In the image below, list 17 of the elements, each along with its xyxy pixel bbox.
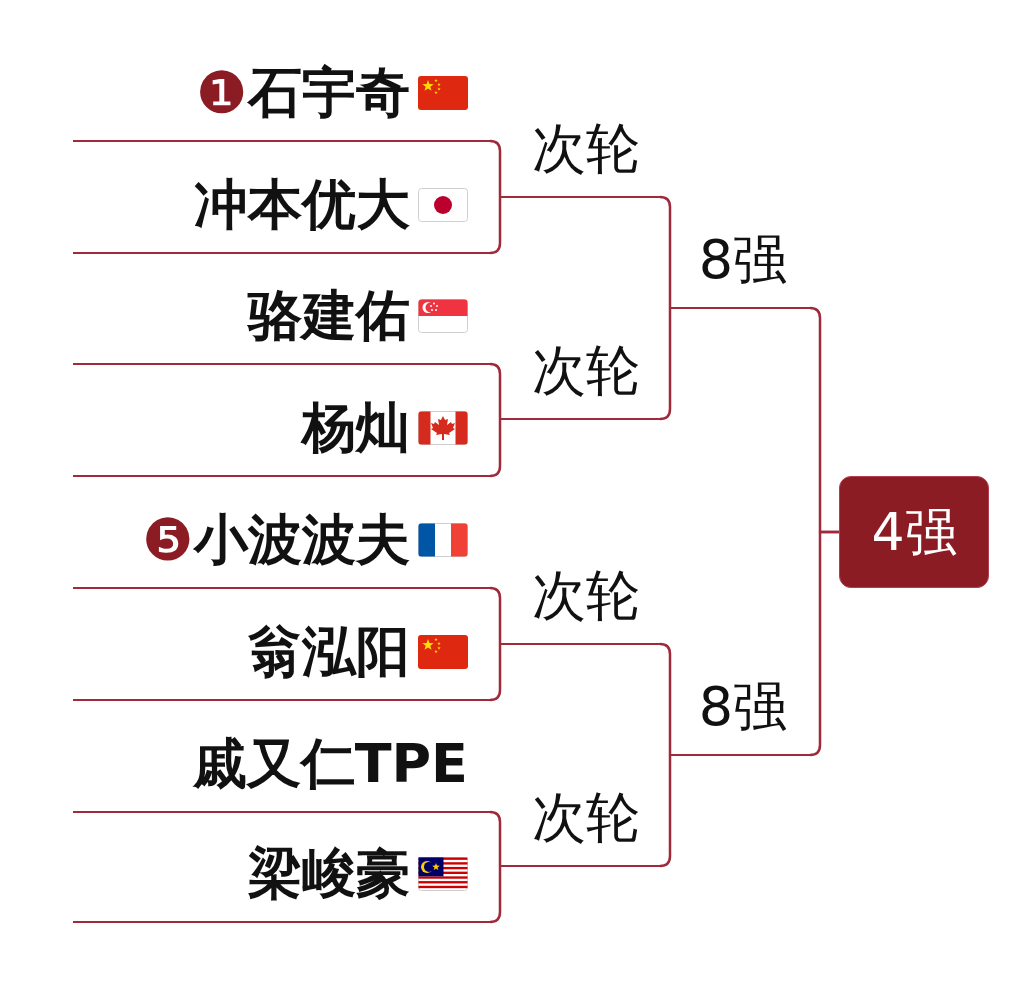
round-label: 8强 <box>698 677 788 737</box>
player-name: 戚又仁TPE <box>192 734 468 794</box>
round-label: 次轮 <box>532 119 640 179</box>
player-name: 翁泓阳 <box>248 622 410 682</box>
round-label: 8强 <box>698 230 788 290</box>
round-label: 次轮 <box>532 566 640 626</box>
player-name: 冲本优大 <box>194 175 410 235</box>
stage-box: 4强 <box>839 476 989 588</box>
player-name: 杨灿 <box>302 398 410 458</box>
seed-number: ❶ <box>196 64 248 122</box>
player-name: 骆建佑 <box>248 286 410 346</box>
round-label: 次轮 <box>532 788 640 848</box>
player-name: 梁峻豪 <box>248 844 410 904</box>
round-label: 次轮 <box>532 341 640 401</box>
player-name: 小波波夫 <box>194 510 410 570</box>
player-name: 石宇奇 <box>248 63 410 123</box>
seed-number: ❺ <box>142 511 194 569</box>
